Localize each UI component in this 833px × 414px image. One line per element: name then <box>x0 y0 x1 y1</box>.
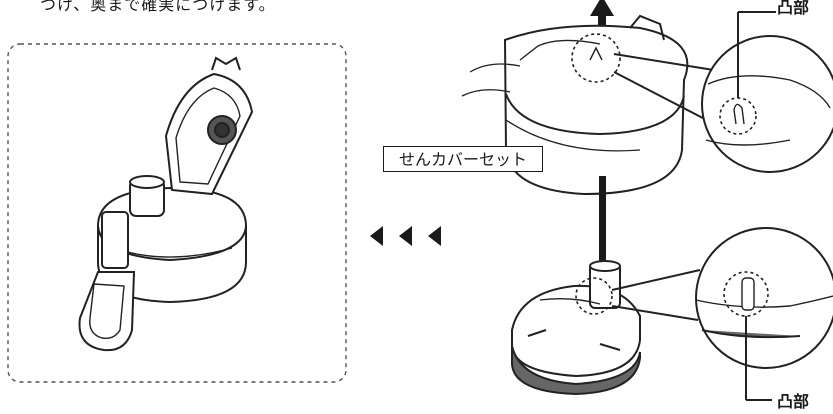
stopper-cover-illustration <box>461 14 689 196</box>
assembly-guide-line <box>599 176 606 266</box>
callout-label-top: 凸部 <box>777 0 810 17</box>
assembled-lid-illustration <box>78 56 254 352</box>
assembled-view-panel <box>7 43 347 383</box>
part-name-label: せんカバーセット <box>383 146 543 172</box>
callout-label-bottom: 凸部 <box>777 392 810 411</box>
instruction-caption: つけ、奥まで確実につけます。 <box>40 0 276 14</box>
direction-arrows <box>370 226 441 246</box>
stopper-body-illustration <box>511 260 641 396</box>
zoom-detail-top <box>613 11 833 173</box>
zoom-detail-bottom <box>611 227 833 401</box>
